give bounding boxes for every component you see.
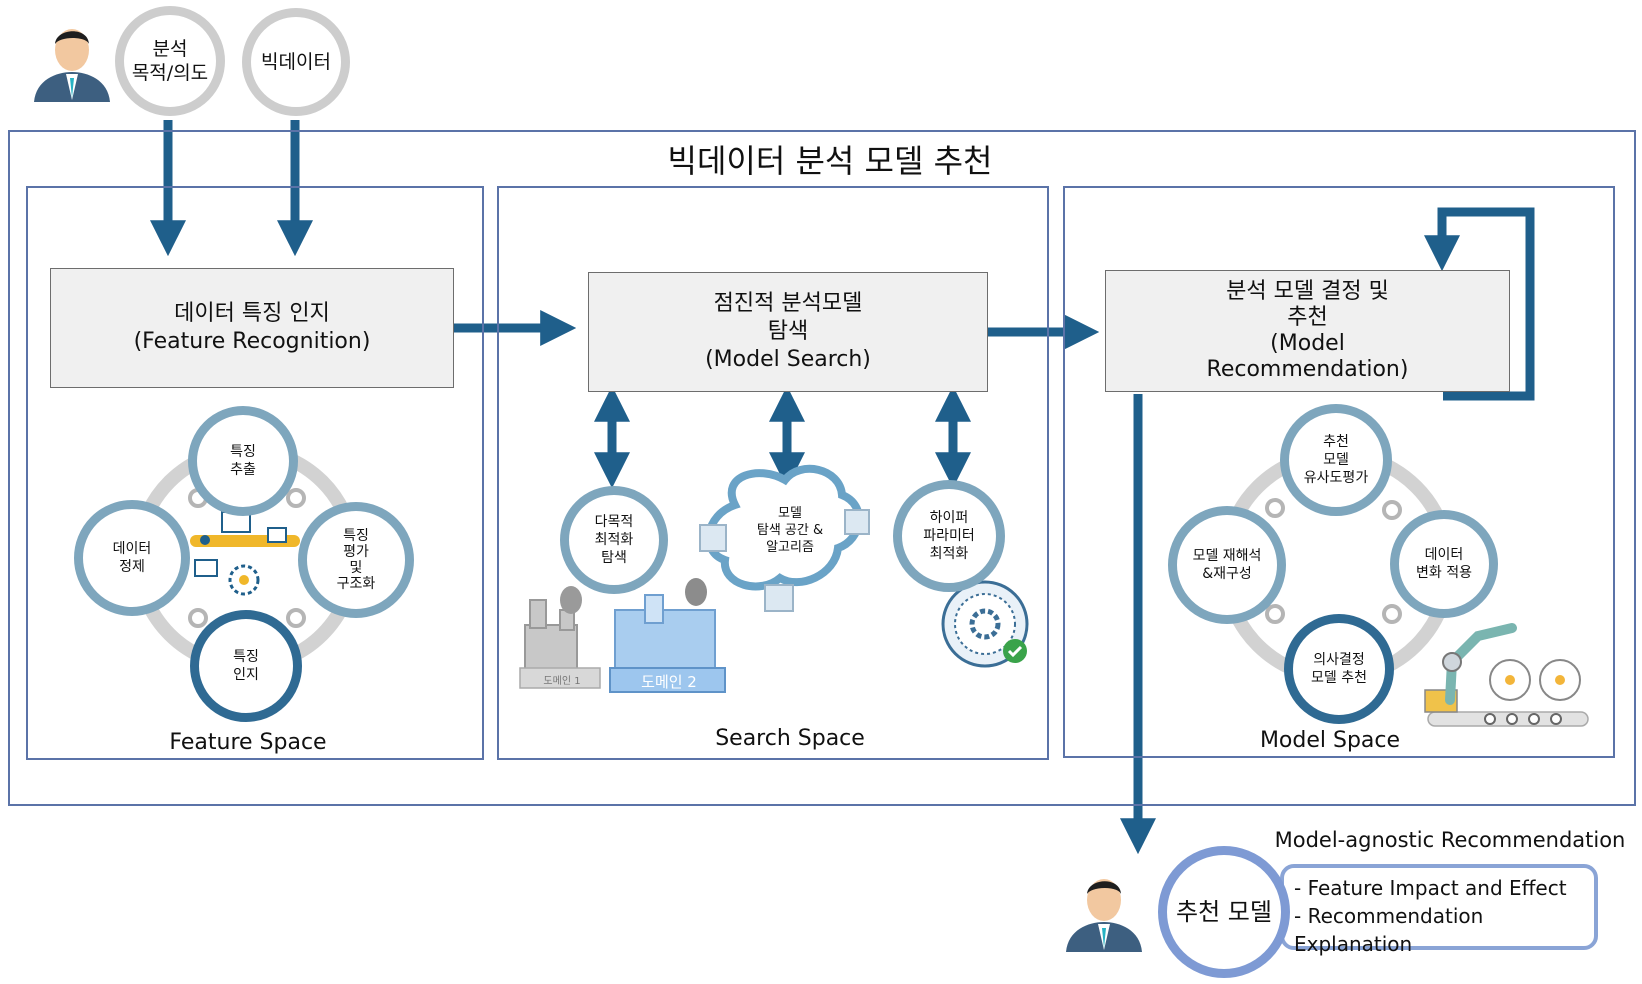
- domain-factory-illustration: [519, 578, 726, 693]
- model-space-panel: [1063, 186, 1615, 758]
- feature-space-label: Feature Space: [169, 730, 327, 755]
- model-box-line1: 분석 모델 결정 및: [1226, 279, 1389, 304]
- decision-model-node: 의사결정 모델 추천: [1284, 614, 1394, 724]
- feature-recognition-node: 특징 인지: [190, 610, 302, 722]
- model-box-line4: Recommendation): [1206, 357, 1409, 382]
- person-icon-bottom: [1066, 879, 1142, 952]
- feature-recognition-box: 데이터 특징 인지 (Feature Recognition): [50, 268, 454, 388]
- feature-evaluation-node: 특징 평가 및 구조화: [298, 502, 414, 618]
- search-box-line2: 탐색: [767, 319, 809, 344]
- domain-1-label: 도메인 1: [543, 676, 581, 687]
- recommended-model-node: 추천 모델: [1158, 846, 1290, 978]
- feature-conveyor-illustration: [190, 511, 300, 596]
- person-icon-top: [34, 29, 110, 102]
- arrow-feedback-loop: [1424, 207, 1535, 401]
- multiobjective-search-node: 다목적 최적화 탐색: [560, 486, 668, 594]
- explanation-item-2: - Recommendation Explanation: [1294, 904, 1484, 956]
- search-space-label: Search Space: [715, 726, 865, 751]
- model-box-line3: (Model: [1270, 331, 1345, 356]
- domain-2-label: 도메인 2: [641, 673, 697, 691]
- model-similarity-node: 추천 모델 유사도평가: [1280, 404, 1392, 516]
- data-cleansing-node: 데이터 정제: [74, 500, 190, 616]
- model-space-label: Model Space: [1259, 728, 1401, 753]
- gear-badge-icon: [941, 580, 1029, 668]
- output-heading: Model-agnostic Recommendation: [1274, 828, 1626, 852]
- search-box-line3: (Model Search): [705, 347, 871, 372]
- cube-icons: [699, 509, 870, 612]
- feature-extraction-node: 특징 추출: [188, 406, 298, 516]
- input-purpose-node: 분석 목적/의도: [115, 6, 225, 116]
- model-reinterpret-node: 모델 재해석 &재구성: [1168, 506, 1286, 624]
- model-recommendation-box: 분석 모델 결정 및 추천 (Model Recommendation): [1105, 270, 1510, 392]
- input-bigdata-node: 빅데이터: [242, 8, 350, 116]
- model-box-line2: 추천: [1287, 305, 1328, 330]
- feature-space-panel: [26, 186, 484, 760]
- feature-box-line2: (Feature Recognition): [133, 329, 371, 354]
- search-box-line1: 점진적 분석모델: [713, 291, 863, 316]
- hyperparameter-node: 하이퍼 파라미터 최적화: [893, 480, 1005, 592]
- algorithm-cloud: [705, 464, 863, 591]
- data-change-node: 데이터 변화 적용: [1390, 510, 1498, 618]
- explanation-box: - Feature Impact and Effect - Recommenda…: [1280, 864, 1598, 956]
- search-space-panel: [497, 186, 1049, 760]
- algorithm-space-node: 모델 탐색 공간 & 알고리즘: [756, 506, 824, 555]
- model-search-box: 점진적 분석모델 탐색 (Model Search): [588, 272, 988, 392]
- feature-box-line1: 데이터 특징 인지: [174, 301, 330, 326]
- robot-arm-brain-illustration: [1424, 623, 1589, 727]
- outer-frame: [8, 130, 1636, 806]
- diagram-title: 빅데이터 분석 모델 추천: [667, 142, 993, 180]
- explanation-item-1: - Feature Impact and Effect: [1294, 876, 1567, 900]
